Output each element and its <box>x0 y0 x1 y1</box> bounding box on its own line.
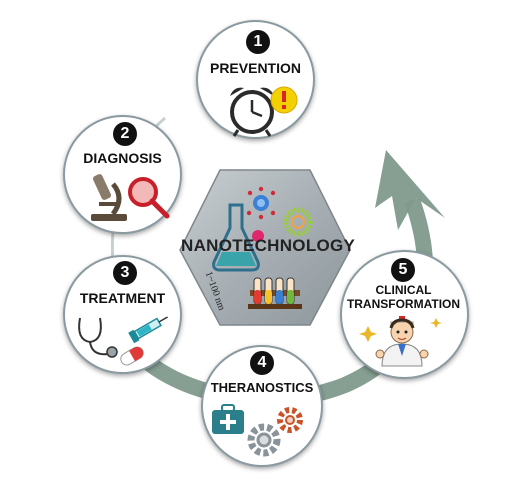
medical-kit-gears-icon <box>212 404 303 457</box>
stage-5-number: 5 <box>391 258 415 282</box>
stage-4-number: 4 <box>250 351 274 375</box>
test-tubes-icon <box>248 277 302 309</box>
stage-3-label: TREATMENT <box>79 290 166 306</box>
stage-4-label: THERANOSTICS <box>210 380 314 395</box>
stage-1-number: 1 <box>246 30 270 54</box>
doctor-icon <box>359 316 442 367</box>
center-title: NANOTECHNOLOGY <box>181 236 356 255</box>
stage-2-label: DIAGNOSIS <box>83 150 162 166</box>
alarm-clock-icon <box>230 86 298 137</box>
stethoscope-syringe-icon <box>78 316 168 366</box>
flask-icon <box>212 203 264 272</box>
stage-3-number: 3 <box>113 261 137 285</box>
nanoparticle-icon <box>246 186 276 220</box>
liposome-icon <box>283 207 313 237</box>
stage-1-label: PREVENTION <box>209 60 301 76</box>
stage-5-label-line1: CLINICAL <box>375 283 432 297</box>
microscope-icon <box>91 174 170 221</box>
stage-5-label-line2: TRANSFORMATION <box>346 297 461 311</box>
stage-2-number: 2 <box>113 122 137 146</box>
cycle-arrow-head <box>375 150 445 230</box>
